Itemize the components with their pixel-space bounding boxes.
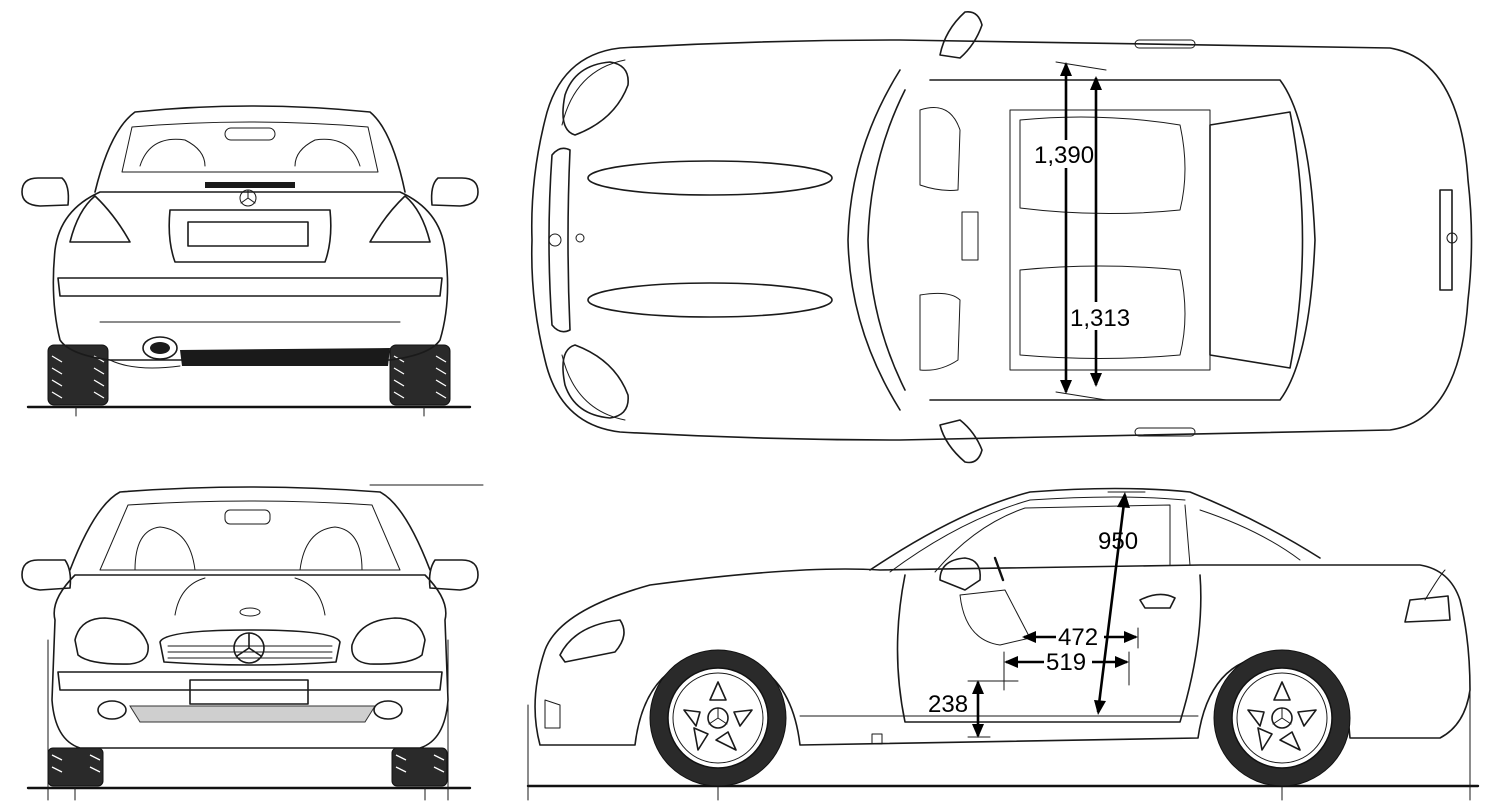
front-right-tire: [391, 747, 448, 787]
hood-bulge-right: [587, 282, 833, 318]
rear-license-plate: [187, 221, 309, 247]
dimension-1313: 1,313: [1068, 76, 1130, 387]
dim-519-label: 519: [1046, 649, 1086, 676]
front-windshield: [99, 500, 401, 571]
top-right-headlight: [562, 344, 629, 419]
top-grille: [548, 147, 571, 333]
top-rear-light-strip: [1439, 189, 1453, 291]
top-windshield: [867, 89, 906, 391]
front-right-fog-light: [373, 700, 403, 720]
top-left-door-handle: [1134, 39, 1196, 49]
front-view: [21, 484, 484, 801]
rear-exhaust-pipe: [142, 336, 178, 360]
side-front-wheel: [649, 649, 787, 787]
rear-left-tire: [47, 344, 109, 406]
rear-body-outline: [52, 191, 449, 361]
front-left-mirror: [21, 559, 72, 591]
rear-bumper: [57, 277, 443, 297]
top-star-emblem-icon: [548, 233, 562, 247]
front-bumper: [57, 671, 443, 691]
top-left-mirror: [939, 10, 983, 59]
dimension-950: 950: [1094, 491, 1146, 715]
rear-right-mirror: [430, 177, 479, 207]
rear-underbody: [180, 348, 390, 366]
side-window: [934, 504, 1171, 573]
side-door-handle: [1139, 593, 1176, 609]
rear-light-strip: [205, 182, 295, 188]
side-door: [896, 574, 1202, 723]
dim-238-label: 238: [928, 691, 968, 718]
front-right-mirror: [428, 559, 479, 591]
dim-1390-label: 1,390: [1034, 142, 1094, 169]
front-roof: [69, 486, 431, 571]
rear-roof: [94, 105, 406, 193]
rear-plate-recess: [168, 209, 332, 263]
top-right-door-handle: [1134, 427, 1196, 437]
front-left-fog-light: [97, 700, 127, 720]
hood-bulge-left: [587, 160, 833, 196]
rear-view: [21, 105, 479, 417]
dim-950-label: 950: [1098, 528, 1138, 555]
side-mirror: [939, 557, 982, 591]
front-left-headlight: [74, 617, 149, 665]
front-star-emblem-icon: [233, 632, 265, 664]
front-hood-emblem-icon: [239, 607, 261, 617]
dim-1313-label: 1,313: [1070, 305, 1130, 332]
side-roof: [869, 487, 1321, 571]
dimension-519: 519: [1003, 649, 1130, 691]
top-center-console: [961, 211, 979, 261]
rear-third-brake-light: [224, 127, 276, 141]
front-left-tire: [47, 747, 104, 787]
dimension-472: 472: [1022, 624, 1139, 651]
top-body-outline: [530, 39, 1473, 441]
side-view: 950 472 519 238: [526, 487, 1480, 801]
side-headlight: [559, 619, 625, 663]
top-right-mirror: [939, 419, 983, 464]
side-taillight: [1404, 595, 1451, 623]
rear-right-taillight: [369, 195, 431, 243]
rear-left-mirror: [21, 177, 70, 207]
rear-left-taillight: [69, 195, 131, 243]
rear-window: [121, 121, 379, 173]
front-air-intake: [129, 705, 376, 723]
dim-472-label: 472: [1058, 624, 1098, 651]
front-license-plate: [189, 679, 309, 705]
front-body-outline: [51, 574, 449, 749]
dimension-1390: 1,390: [1032, 61, 1107, 401]
top-view: 1,390 1,313: [530, 10, 1473, 464]
top-rear-window: [1209, 111, 1304, 369]
dimension-238: 238: [928, 680, 1019, 738]
front-grille: [159, 629, 341, 666]
side-rear-wheel: [1213, 649, 1351, 787]
top-left-headlight: [562, 61, 629, 136]
front-rearview-mirror: [224, 509, 271, 525]
front-right-headlight: [351, 617, 426, 665]
